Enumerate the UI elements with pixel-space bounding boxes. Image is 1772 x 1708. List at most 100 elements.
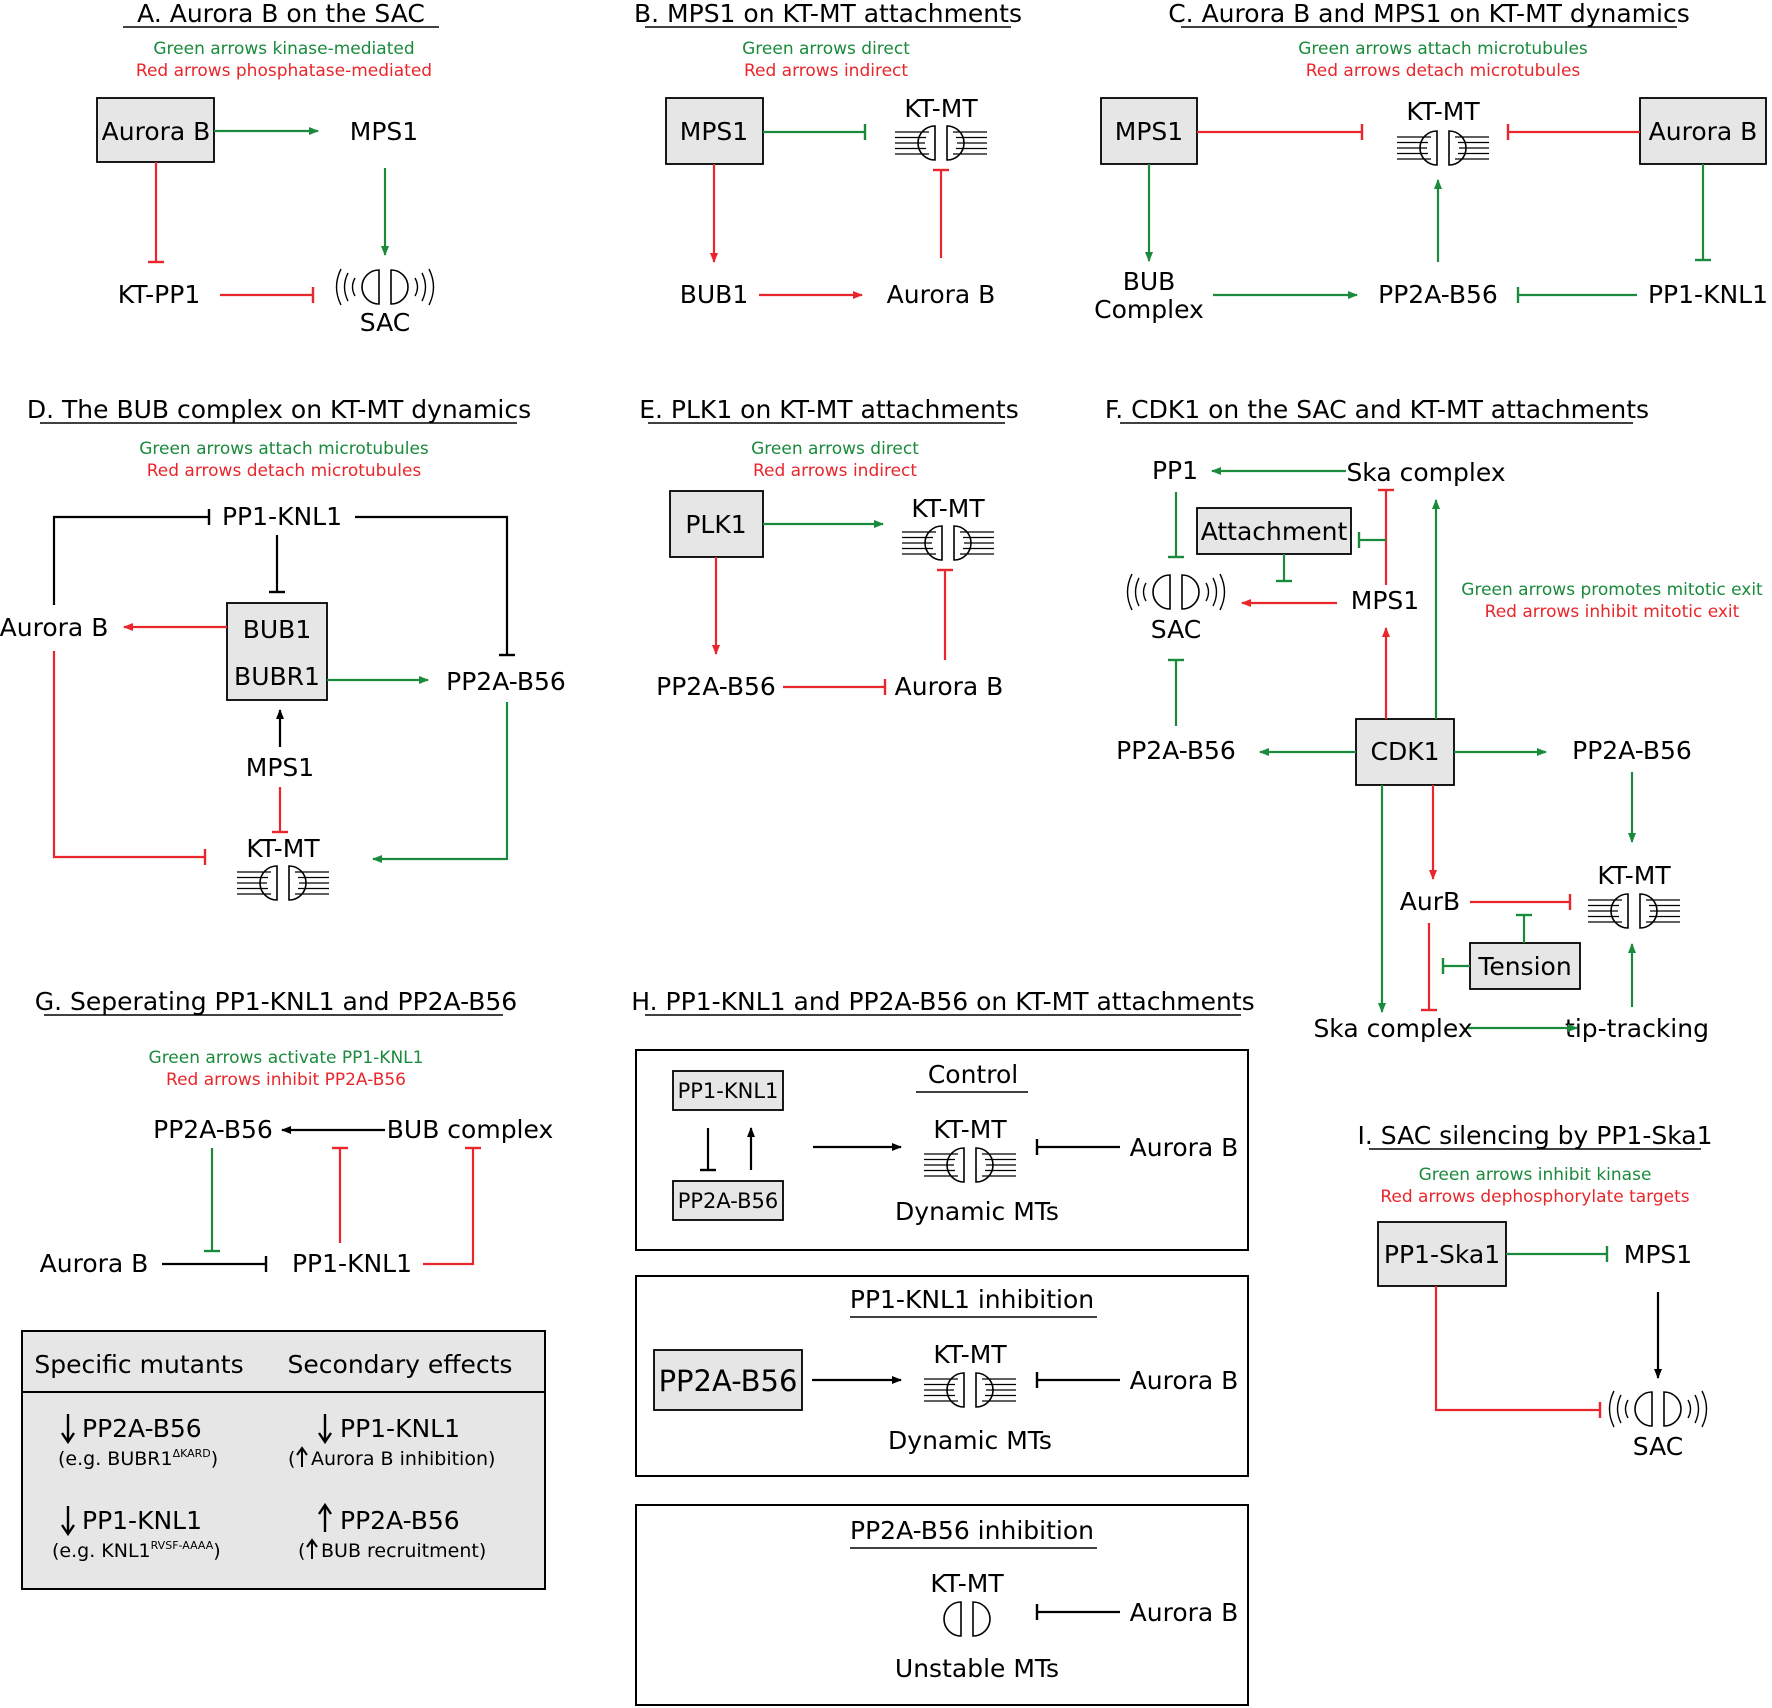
kinetochore-icon (1396, 130, 1490, 166)
panel-g: G. Seperating PP1-KNL1 and PP2A-B56 Gree… (35, 987, 553, 1278)
pp2a-b56-label: PP2A-B56 (153, 1115, 273, 1144)
inhibit-aurora-b-kt-mt (52, 651, 207, 865)
sac-label: SAC (360, 308, 410, 337)
panel-a-legend-red: Red arrows phosphatase-mediated (136, 61, 432, 81)
row1-left-sub: (e.g. BUBR1ΔKARD) (58, 1447, 218, 1470)
panel-i: I. SAC silencing by PP1-Ska1 Green arrow… (1358, 1121, 1713, 1461)
mps1-label: MPS1 (1624, 1240, 1692, 1269)
kt-mt-label: KT-MT (1406, 97, 1480, 126)
sac-label: SAC (1633, 1432, 1683, 1461)
pp2a-b56-label: PP2A-B56 (659, 1364, 798, 1398)
panel-c: C. Aurora B and MPS1 on KT-MT dynamics G… (1094, 0, 1768, 324)
aurb-label: AurB (1400, 887, 1460, 916)
bub-complex-label: BUB complex (387, 1115, 554, 1144)
panel-c-legend-red: Red arrows detach microtubules (1306, 61, 1581, 81)
pp2a-b56-label: PP2A-B56 (446, 667, 566, 696)
aurora-b-label: Aurora B (0, 613, 108, 642)
panel-d-legend-red: Red arrows detach microtubules (147, 461, 422, 481)
panel-d: D. The BUB complex on KT-MT dynamics Gre… (0, 395, 566, 901)
kt-mt-label: KT-MT (1597, 861, 1671, 890)
pp1-knl1-label: PP1-KNL1 (678, 1079, 779, 1103)
panel-a-title: A. Aurora B on the SAC (137, 0, 425, 28)
inhibit-pp1-knl1-pp2a (355, 515, 515, 657)
aurora-b-label: Aurora B (895, 672, 1004, 701)
pp2a-b56-box (672, 1180, 784, 1221)
cdk1-box (1355, 718, 1455, 786)
bub1-label: BUB1 (680, 280, 749, 309)
down-arrow-icon (61, 1414, 75, 1445)
row1-right-sub: Aurora B inhibition) (311, 1448, 495, 1470)
panel-e-legend-red: Red arrows indirect (753, 461, 917, 481)
bub-complex-label-line1: BUB (1123, 267, 1176, 296)
pp1-knl1-label: PP1-KNL1 (1648, 280, 1768, 309)
sac-icon (335, 268, 435, 306)
tension-label: Tension (1477, 952, 1571, 981)
plk1-label: PLK1 (685, 510, 746, 539)
mps1-label: MPS1 (1351, 586, 1419, 615)
panel-a-legend-green: Green arrows kinase-mediated (153, 39, 414, 59)
aurora-b-label: Aurora B (1649, 117, 1758, 146)
caption-label: Dynamic MTs (888, 1426, 1052, 1455)
panel-d-title: D. The BUB complex on KT-MT dynamics (27, 395, 531, 424)
mps1-label: MPS1 (246, 753, 314, 782)
kinetochore-icon (236, 865, 330, 901)
aurora-b-label: Aurora B (1130, 1366, 1239, 1395)
panel-c-title: C. Aurora B and MPS1 on KT-MT dynamics (1168, 0, 1690, 28)
panel-d-legend-green: Green arrows attach microtubules (139, 439, 429, 459)
pp2a-b56-label: PP2A-B56 (1378, 280, 1498, 309)
panel-i-title: I. SAC silencing by PP1-Ska1 (1358, 1121, 1713, 1150)
panel-i-legend-green: Green arrows inhibit kinase (1419, 1165, 1652, 1185)
sac-label: SAC (1151, 615, 1201, 644)
panel-b-title: B. MPS1 on KT-MT attachments (634, 0, 1022, 28)
kt-mt-label: KT-MT (933, 1115, 1007, 1144)
panel-e-legend-green: Green arrows direct (751, 439, 919, 459)
caption-label: Unstable MTs (895, 1654, 1059, 1683)
pp1-ska1-box (1377, 1221, 1507, 1287)
pp2a-b56-box (653, 1349, 803, 1411)
up-arrow-icon (296, 1446, 308, 1467)
plk1-box (669, 490, 764, 558)
pp2a-b56-label: PP2A-B56 (678, 1189, 779, 1213)
table-frame (21, 1330, 546, 1590)
up-arrow-icon (306, 1538, 318, 1559)
pp1-label: PP1 (1152, 456, 1198, 485)
inhibit-aurora-b-pp1-knl1 (52, 509, 211, 605)
kt-mt-label: KT-MT (930, 1569, 1004, 1598)
kinetochore-icon (901, 525, 995, 561)
kt-mt-label: KT-MT (933, 1340, 1007, 1369)
caption-label: Dynamic MTs (895, 1197, 1059, 1226)
mps1-label: MPS1 (680, 117, 748, 146)
row2-left-main: PP1-KNL1 (82, 1506, 202, 1535)
down-arrow-icon (61, 1506, 75, 1537)
pp1-knl1-box (672, 1070, 784, 1111)
aurora-b-label: Aurora B (1130, 1133, 1239, 1162)
aurora-b-box (1639, 97, 1767, 165)
row2-right-main: PP2A-B56 (340, 1506, 460, 1535)
row2-left-sub: (e.g. KNL1RVSF-AAAA) (52, 1539, 221, 1562)
aurora-b-label: Aurora B (1130, 1598, 1239, 1627)
bub1-label: BUB1 (243, 615, 312, 644)
panel-g-legend-red: Red arrows inhibit PP2A-B56 (166, 1070, 406, 1090)
pp2a-b56-label: PP2A-B56 (656, 672, 776, 701)
kt-pp1-label: KT-PP1 (118, 280, 201, 309)
panel-e-title: E. PLK1 on KT-MT attachments (639, 395, 1019, 424)
kinetochore-icon (1587, 893, 1681, 929)
aurora-b-label: Aurora B (102, 117, 211, 146)
bub-box (226, 602, 328, 701)
kt-mt-label: KT-MT (246, 834, 320, 863)
row2-right-open-paren: ( (298, 1540, 305, 1562)
bub-complex-label-line2: Complex (1094, 295, 1204, 324)
row1-left-main: PP2A-B56 (82, 1414, 202, 1443)
table-header-left: Specific mutants (34, 1350, 243, 1379)
panel-b-legend-green: Green arrows direct (742, 39, 910, 59)
pp2a-inhibition-frame (635, 1504, 1249, 1706)
pp2a-b56-left-label: PP2A-B56 (1116, 736, 1236, 765)
pp2a-b56-right-label: PP2A-B56 (1572, 736, 1692, 765)
aurora-b-label: Aurora B (40, 1249, 149, 1278)
inhibit-pp1-knl1-bub (423, 1146, 481, 1266)
up-arrow-icon (318, 1502, 332, 1532)
pp1-ska1-label: PP1-Ska1 (1384, 1240, 1500, 1269)
panel-g-legend-green: Green arrows activate PP1-KNL1 (149, 1048, 424, 1068)
row1-right-main: PP1-KNL1 (340, 1414, 460, 1443)
arrow-pp2a-to-kt-mt (372, 702, 509, 863)
